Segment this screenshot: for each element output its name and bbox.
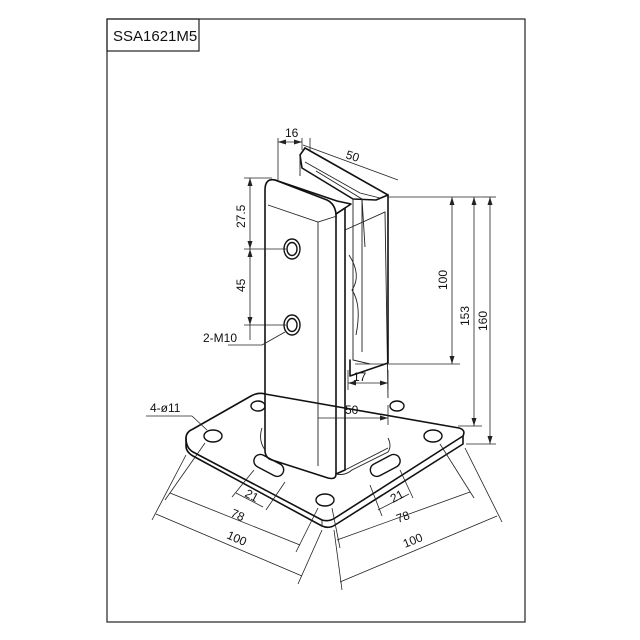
base-hole-back-right <box>389 400 405 412</box>
dim-slot-length-left: 21 <box>243 486 262 505</box>
dim-clamp-top-width: 50 <box>344 148 361 166</box>
dim-top-offset: 27.5 <box>234 204 248 228</box>
clamp-body <box>260 178 391 480</box>
dimension-labels: 16 50 27.5 45 2-M10 100 153 160 17 50 4-… <box>150 126 490 551</box>
dim-body-width: 50 <box>345 403 359 417</box>
base-plate <box>185 392 465 529</box>
dim-height-160: 160 <box>476 311 490 331</box>
slot-left <box>253 453 285 478</box>
slot-right <box>369 453 401 478</box>
dim-base-width-left: 100 <box>225 528 249 549</box>
rear-clamp-plate <box>299 147 389 377</box>
title-box <box>106 18 200 52</box>
dim-slot-length-right: 21 <box>388 487 407 506</box>
dimension-arrows <box>247 139 493 444</box>
base-holes <box>203 400 443 507</box>
dim-base-hole-callout: 4-ø11 <box>150 401 181 415</box>
model-code: SSA1621M5 <box>113 28 197 45</box>
base-hole-right <box>423 429 443 443</box>
dim-slot-width: 16 <box>285 126 299 140</box>
base-hole-front <box>315 493 335 507</box>
dim-inner-gap: 17 <box>353 370 367 384</box>
base-hole-left <box>203 429 223 443</box>
sheet-frame <box>106 18 526 623</box>
dim-thread-callout: 2-M10 <box>203 331 237 345</box>
dim-hole-spacing: 45 <box>234 278 248 292</box>
dim-hole-pitch-right: 78 <box>394 508 412 526</box>
base-hole-back <box>250 400 266 412</box>
dim-hole-pitch-left: 78 <box>229 506 247 524</box>
dim-height-153: 153 <box>458 306 472 326</box>
dimension-lines <box>146 138 503 591</box>
dim-glass-depth: 100 <box>436 270 450 290</box>
